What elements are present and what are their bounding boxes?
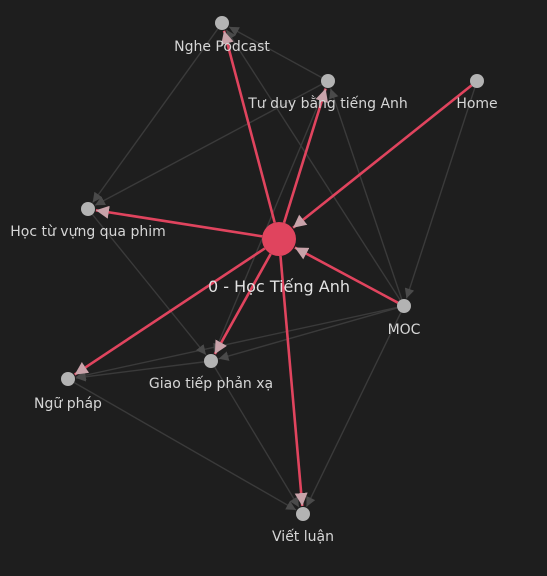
edge-phim-to-giaotiep [91,214,207,356]
edge-moc-to-vietluan [305,311,402,508]
node-label-home[interactable]: Home [456,96,497,112]
edge-center-to-nguphap [73,247,266,376]
edge-home-to-center [292,84,473,229]
node-label-moc[interactable]: MOC [388,322,421,338]
node-vietluan[interactable] [296,507,310,521]
edge-podcast-to-phim [92,28,219,203]
node-label-center[interactable]: 0 - Học Tiếng Anh [208,277,350,296]
node-podcast[interactable] [215,16,229,30]
edge-moc-to-podcast [225,29,401,301]
node-label-tuduy[interactable]: Tư duy bằng tiếng Anh [247,95,408,112]
node-moc[interactable] [397,299,411,313]
edge-tuduy-to-podcast [228,26,323,79]
node-home[interactable] [470,74,484,88]
edge-tuduy-to-giaotiep [213,87,326,354]
node-giaotiep[interactable] [204,354,218,368]
node-label-giaotiep[interactable]: Giao tiếp phản xạ [149,375,273,392]
edge-moc-to-nguphap [75,306,398,381]
node-layer [61,16,484,521]
node-phim[interactable] [81,202,95,216]
edge-home-to-moc [404,87,476,299]
edge-giaotiep-to-vietluan [214,366,300,508]
node-tuduy[interactable] [321,74,335,88]
edge-moc-to-tuduy [329,88,403,300]
label-layer: 0 - Học Tiếng Anh Nghe Podcast Tư duy bằng… [10,39,497,545]
node-label-phim[interactable]: Học từ vựng qua phim [10,224,166,240]
edge-center-to-tuduy [282,88,328,224]
edge-moc-to-center [294,246,399,304]
node-nguphap[interactable] [61,372,75,386]
edge-giaotiep-to-nguphap [75,361,205,382]
node-label-nguphap[interactable]: Ngữ pháp [34,396,102,412]
node-label-podcast[interactable]: Nghe Podcast [174,39,270,55]
node-center[interactable] [262,222,296,256]
edge-nguphap-to-vietluan [73,381,297,511]
edge-center-to-giaotiep [213,253,272,355]
edge-tuduy-to-phim [94,83,323,206]
edge-center-to-phim [95,205,263,238]
node-label-vietluan[interactable]: Viết luận [272,528,334,545]
edge-moc-to-giaotiep [218,307,398,361]
edge-center-to-vietluan [279,255,308,507]
edge-layer [73,26,476,511]
edge-center-to-podcast [221,30,276,223]
